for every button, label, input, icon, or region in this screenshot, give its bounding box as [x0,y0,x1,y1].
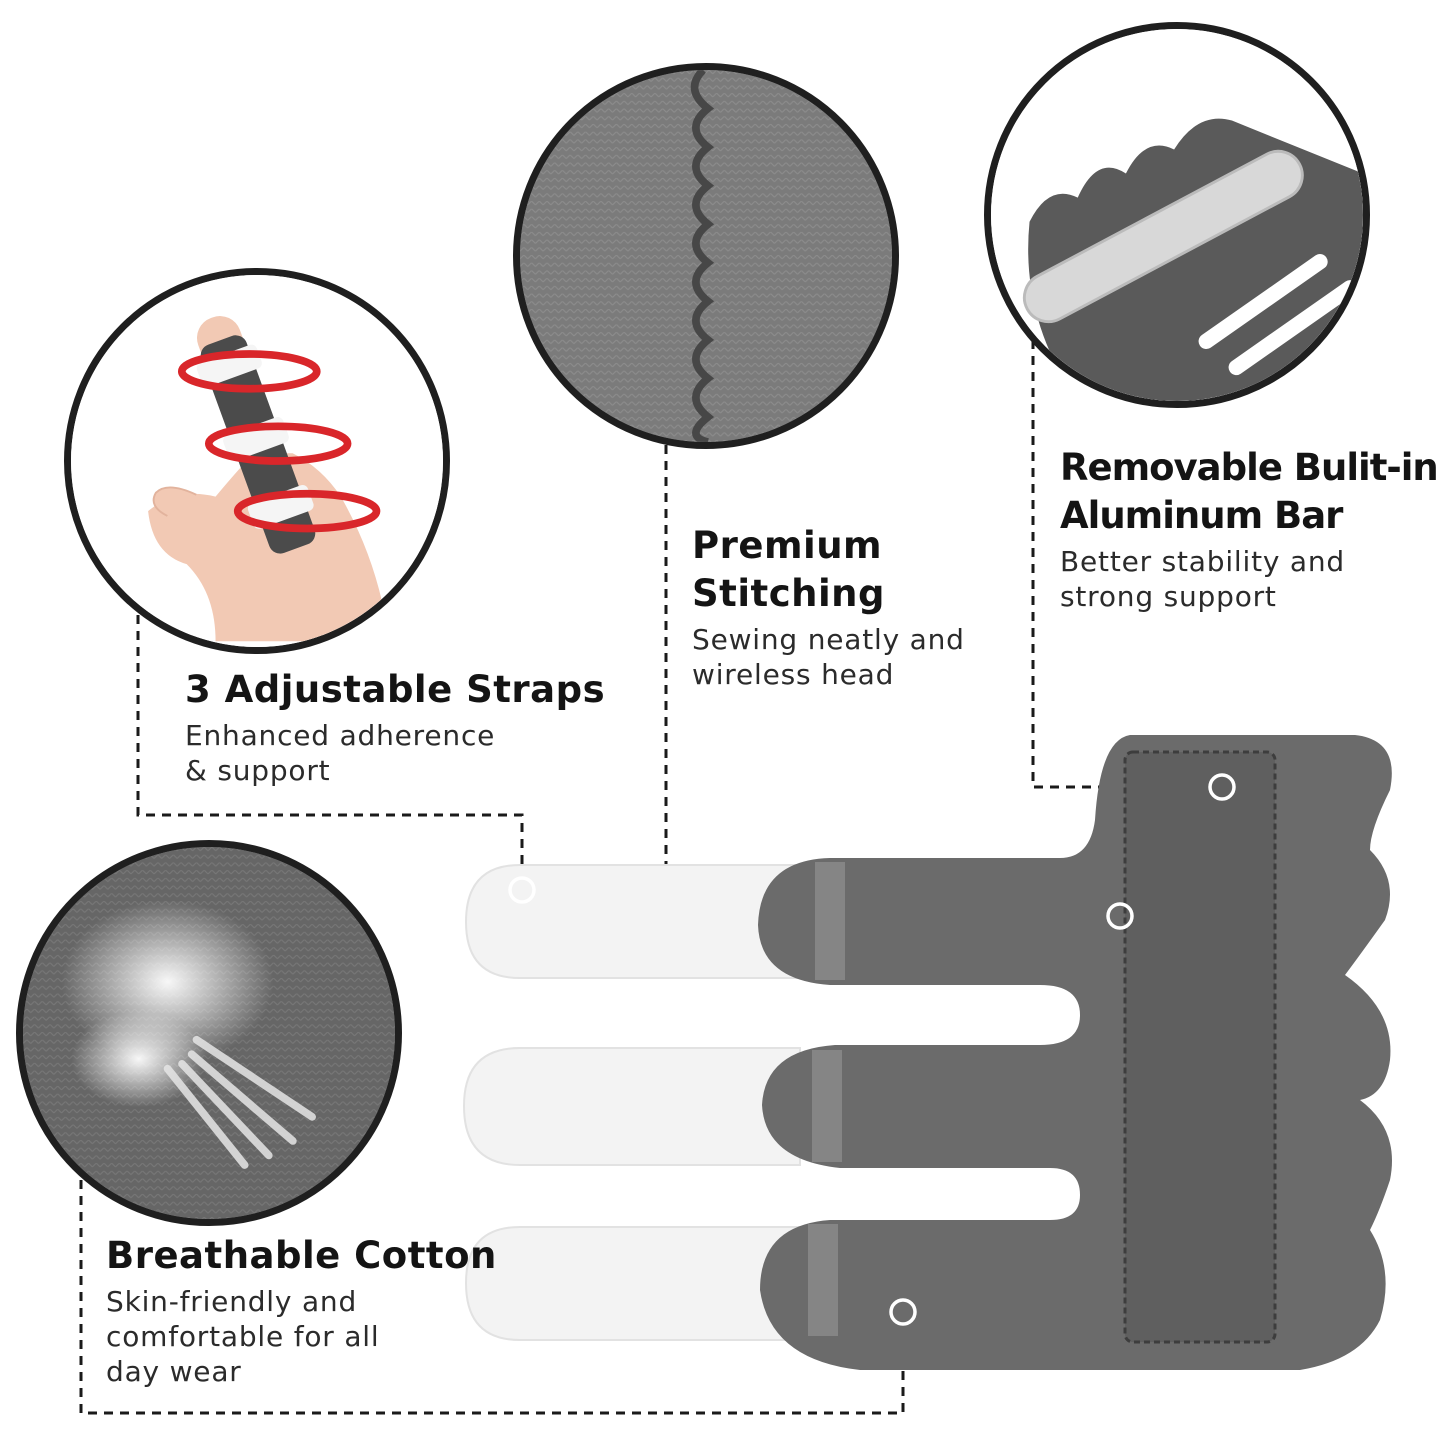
desc-line: Enhanced adherence [185,719,496,752]
feature-straps-title: 3 Adjustable Straps [185,668,606,711]
connector-straps [136,615,524,880]
marker-cotton [889,1298,917,1326]
breathable-fabric-closeup-icon [23,847,395,1219]
velcro-straps [462,864,801,1341]
feature-cotton-title: Breathable Cotton [106,1234,497,1277]
desc-line: Better stability and [1060,545,1345,578]
desc-line: comfortable for all [106,1320,380,1353]
marker-aluminum [1208,773,1236,801]
feature-cotton-description: Skin-friendly and comfortable for all da… [106,1284,497,1389]
feature-straps-description: Enhanced adherence & support [185,718,605,788]
marker-stitching [1106,902,1134,930]
feature-aluminum-description: Better stability and strong support [1060,544,1438,614]
feature-stitching-title: Premium Stitching [692,522,965,618]
desc-line: wireless head [692,658,895,691]
title-line: Aluminum Bar [1060,494,1343,537]
straps-detail-circle [64,268,450,654]
desc-line: Skin-friendly and [106,1285,358,1318]
title-line: Removable Bulit-in [1060,446,1439,489]
cotton-detail-circle [16,840,402,1226]
feature-stitching: Premium Stitching Sewing neatly and wire… [692,522,965,692]
splint-body [758,735,1392,1370]
title-line: Stitching [692,572,885,615]
feature-stitching-description: Sewing neatly and wireless head [692,622,965,692]
feature-aluminum: Removable Bulit-in Aluminum Bar Better s… [1060,444,1439,614]
desc-line: strong support [1060,580,1277,613]
desc-line: & support [185,754,331,787]
aluminum-bar-closeup-icon [991,29,1363,401]
feature-aluminum-title: Removable Bulit-in Aluminum Bar [1060,444,1439,540]
finger-splint-on-hand-icon [71,275,443,647]
feature-straps: 3 Adjustable Straps Enhanced adherence &… [185,666,605,788]
marker-straps [508,876,536,904]
title-line: Premium [692,524,883,567]
feature-cotton: Breathable Cotton Skin-friendly and comf… [106,1232,497,1389]
connector-cotton [79,1180,905,1415]
desc-line: Sewing neatly and [692,623,965,656]
stitching-closeup-icon [520,70,892,442]
aluminum-detail-circle [984,22,1370,408]
stitching-detail-circle [513,63,899,449]
desc-line: day wear [106,1355,242,1388]
